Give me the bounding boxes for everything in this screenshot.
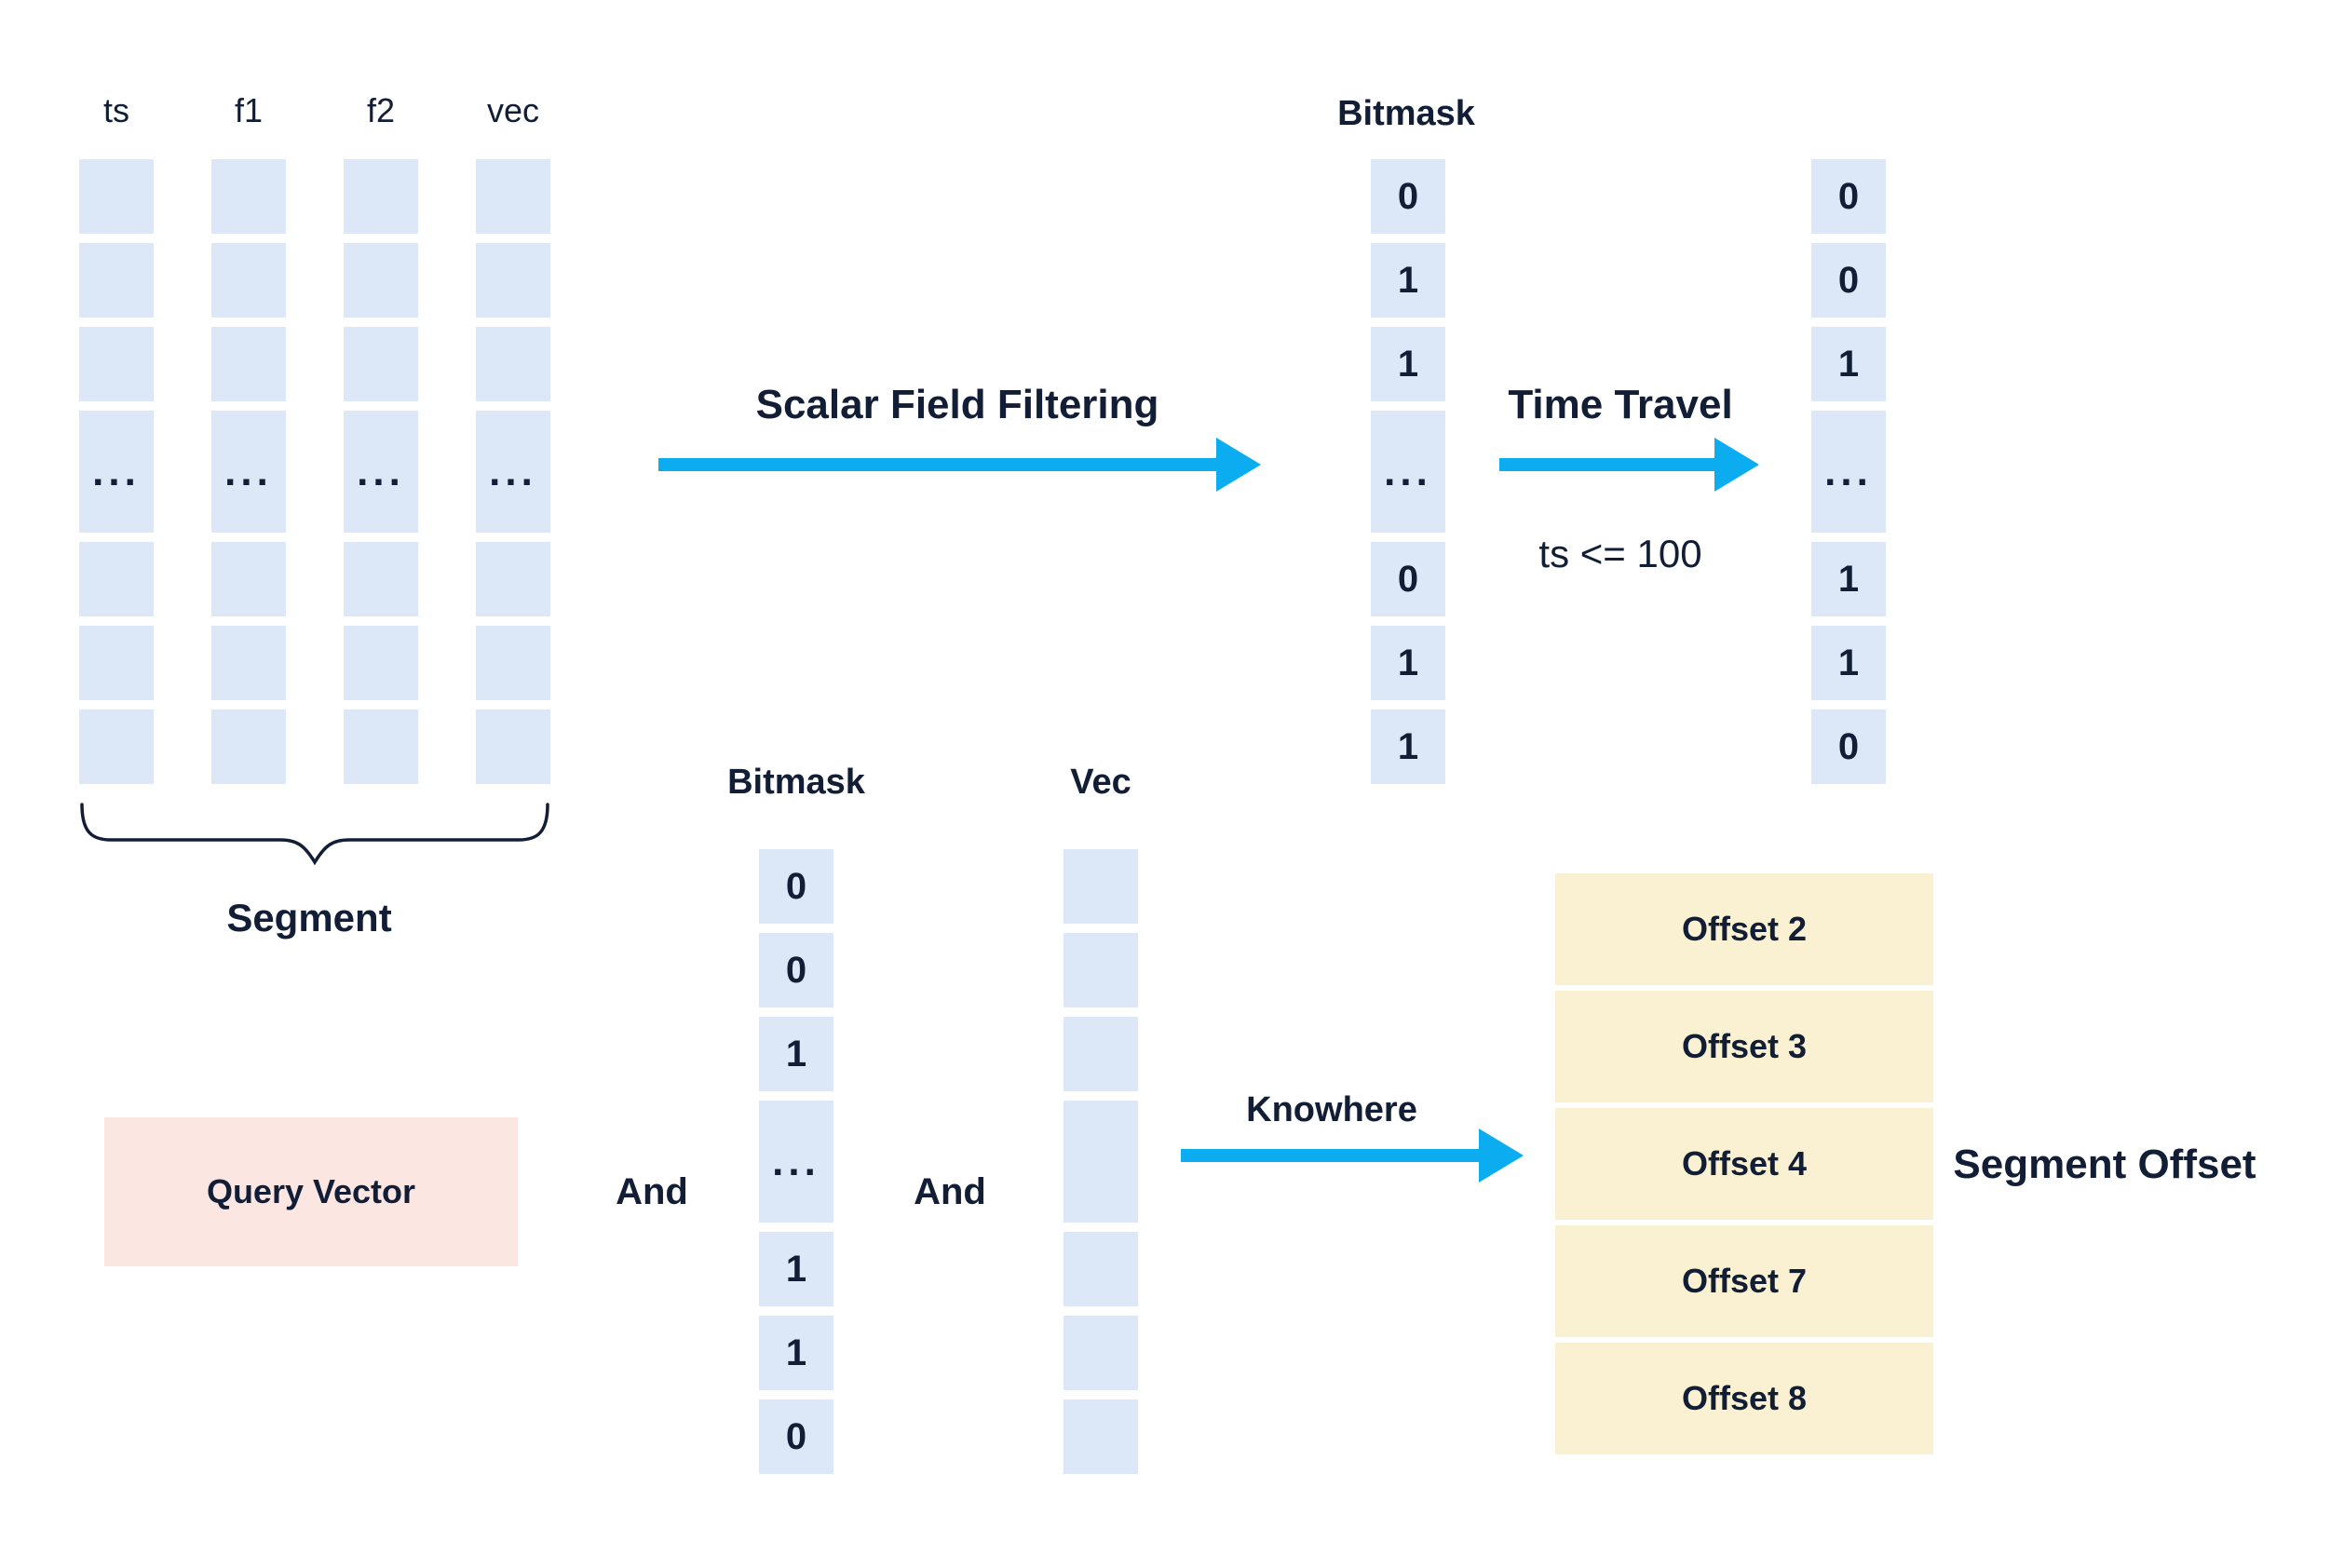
vec-column-label: Vec [1070, 762, 1131, 802]
segment-cell [344, 327, 418, 401]
segment-column-f1: ... [211, 159, 286, 784]
segment-column-vec: ... [476, 159, 550, 784]
bottom-bitmask-label: Bitmask [727, 762, 865, 802]
knowhere-arrow-icon [1181, 1129, 1524, 1183]
segment-cell [476, 243, 550, 318]
offset-box: Offset 8 [1555, 1343, 1933, 1454]
segment-cell [79, 542, 154, 616]
segment-column-headers: ts f1 f2 vec [79, 91, 550, 130]
bitmask-cell: 0 [1811, 710, 1886, 784]
segment-cell [211, 327, 286, 401]
segment-cell [79, 710, 154, 784]
bitmask-cell: 1 [1371, 710, 1445, 784]
bitmask-cell: 1 [759, 1232, 833, 1306]
vec-cell [1064, 1399, 1138, 1474]
vec-cell [1064, 933, 1138, 1007]
segment-column-header: f1 [234, 91, 264, 129]
vec-cell [1064, 1017, 1138, 1091]
segment-cell [344, 626, 418, 700]
bitmask-cell: 1 [1371, 243, 1445, 318]
bitmask-cell: 0 [759, 849, 833, 924]
segment-cell: ... [476, 411, 550, 533]
bitmask-cell: 1 [1811, 542, 1886, 616]
bitmask-cell: 0 [1811, 159, 1886, 234]
segment-cell [344, 542, 418, 616]
scalar-filtering-arrow-icon [658, 438, 1262, 492]
segment-cell [476, 327, 550, 401]
segment-cell [211, 542, 286, 616]
segment-grid: ... ... ... ... [79, 159, 550, 784]
bitmask-cell: 1 [1811, 327, 1886, 401]
and-operator-left: And [616, 1170, 688, 1212]
segment-brace-icon [80, 803, 549, 866]
segment-column-header: vec [486, 91, 540, 129]
segment-column-header: ts [102, 91, 129, 129]
bitmask-cell: 0 [1811, 243, 1886, 318]
segment-cell [211, 243, 286, 318]
segment-column-header: f2 [366, 91, 396, 129]
segment-cell [211, 159, 286, 234]
bitmask-cell: 0 [1371, 159, 1445, 234]
segment-cell [476, 159, 550, 234]
and-operator-right: And [914, 1170, 986, 1212]
vec-cell [1064, 1232, 1138, 1306]
arrow-shaft [1499, 458, 1718, 471]
segment-cell [211, 626, 286, 700]
bitmask-cell: 1 [759, 1017, 833, 1091]
bitmask-cell: 1 [1371, 327, 1445, 401]
offset-box: Offset 2 [1555, 873, 1933, 985]
arrow-head [1714, 438, 1759, 492]
bitmask-cell: 0 [759, 1399, 833, 1474]
bitmask-cell: 1 [759, 1316, 833, 1390]
arrow-shaft [1181, 1149, 1483, 1162]
segment-cell [476, 626, 550, 700]
segment-cell [476, 710, 550, 784]
bitmask-cell: 0 [1371, 542, 1445, 616]
segment-label: Segment [226, 896, 392, 939]
segment-cell [344, 159, 418, 234]
segment-cell [79, 159, 154, 234]
bitmask-cell: 1 [1371, 626, 1445, 700]
segment-cell: ... [211, 411, 286, 533]
query-vector-box: Query Vector [104, 1117, 518, 1266]
segment-cell [79, 243, 154, 318]
bitmask-cell: ... [759, 1101, 833, 1223]
time-travel-result-column: 0 0 1... 1 1 0 [1811, 159, 1886, 784]
segment-offset-label: Segment Offset [1953, 1142, 2256, 1187]
segment-cell: ... [344, 411, 418, 533]
segment-cell: ... [79, 411, 154, 533]
bitmask-cell: 1 [1811, 626, 1886, 700]
arrow-head [1479, 1129, 1524, 1183]
arrow-head [1216, 438, 1261, 492]
bottom-bitmask-column: 0 0 1... 1 1 0 [759, 849, 833, 1474]
time-travel-label: Time Travel [1508, 382, 1733, 427]
knowhere-label: Knowhere [1246, 1089, 1417, 1129]
time-travel-condition: ts <= 100 [1538, 532, 1702, 575]
segment-column-ts: ... [79, 159, 154, 784]
top-bitmask-column: 0 1 1... 0 1 1 [1371, 159, 1445, 784]
offset-box: Offset 4 [1555, 1108, 1933, 1220]
vec-column [1064, 849, 1138, 1474]
segment-cell [79, 327, 154, 401]
bitmask-cell: 0 [759, 933, 833, 1007]
segment-column-f2: ... [344, 159, 418, 784]
vec-cell [1064, 1316, 1138, 1390]
bitmask-cell: ... [1811, 411, 1886, 533]
arrow-shaft [658, 458, 1220, 471]
segment-cell [79, 626, 154, 700]
segment-cell [344, 243, 418, 318]
time-travel-arrow-icon [1499, 438, 1760, 492]
segment-cell [476, 542, 550, 616]
bitmask-cell: ... [1371, 411, 1445, 533]
vec-cell [1064, 1101, 1138, 1223]
top-bitmask-label: Bitmask [1337, 93, 1475, 133]
offset-box: Offset 7 [1555, 1225, 1933, 1337]
vec-cell [1064, 849, 1138, 924]
segment-cell [211, 710, 286, 784]
offset-box: Offset 3 [1555, 991, 1933, 1102]
scalar-field-filtering-label: Scalar Field Filtering [755, 382, 1159, 427]
segment-cell [344, 710, 418, 784]
